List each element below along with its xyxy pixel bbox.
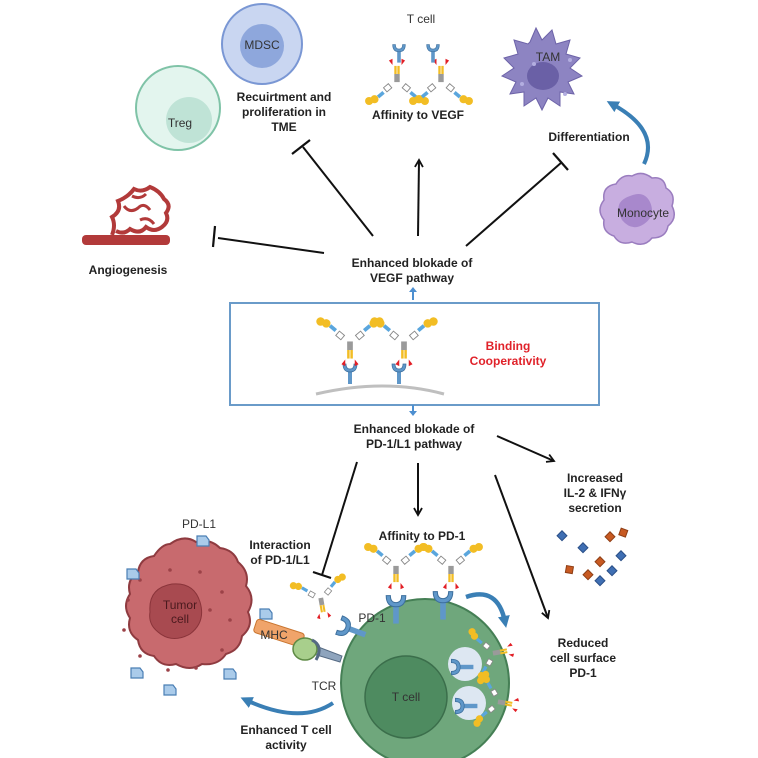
monocyte-cell [599,172,675,245]
affinity-pd1-label: Affinity to PD-1 [378,529,466,543]
monocyte-label: Monocyte [616,206,670,220]
tam-label: TAM [535,50,561,64]
cytokines-label: Increased IL-2 & IFNγ secretion [563,471,627,515]
differentiation-curved-arrow [606,101,650,165]
mhc-label: MHC [260,628,288,642]
angiogenesis-label: Angiogenesis [88,263,168,277]
inhibit-recruitment-line [302,146,374,237]
internalization-curved-arrow [465,592,510,628]
inhibit-interaction-line [321,461,358,576]
cytokine-arrow [496,435,556,463]
inhibit-interaction-bar [312,570,332,580]
inhibit-recruitment-bar [291,139,311,155]
mdsc-cell [221,3,303,85]
t-cell-activity-label: Enhanced T cell activity [240,723,332,752]
tumor-cell [122,537,253,672]
pd-l1-molecules [126,535,273,696]
treg-cell [135,65,221,151]
differentiation-label: Differentiation [548,130,630,144]
reduced-pd1-arrow [494,474,551,620]
affinity-vegf-label: Affinity to VEGF [372,108,464,122]
cooperative-binding-antibodies [315,316,445,396]
tcr-label: TCR [311,679,337,693]
interaction-label: Interaction of PD-1/L1 [249,538,311,567]
t-cell-activity-curved-arrow [240,697,335,716]
treg-label: Treg [167,116,193,130]
inhibit-angiogenesis-bar [211,225,217,248]
vegf-affinity-arrow [414,158,424,237]
tam-cell [500,26,584,112]
pd-1-label: PD-1 [358,611,386,625]
vegf-blockade-label: Enhanced blokade of VEGF pathway [351,256,473,285]
angiogenesis-vessel-icon [82,184,171,245]
pd1-blockade-label: Enhanced blokade of PD-1/L1 pathway [353,422,475,451]
binding-cooperativity-label: Binding Cooperativity [469,339,547,368]
inhibit-angiogenesis-line [217,237,325,254]
tumor-cell-label: Tumor cell [162,598,198,626]
vegf-affinity-antibodies [364,44,474,106]
mhc-tcr-complex [253,618,343,663]
t-cell-label: T cell [391,690,421,704]
recruitment-label: Recuirtment and proliferation in TME [236,90,332,134]
pd-l1-label: PD-L1 [181,517,216,531]
t-cell-top-label: T cell [406,12,436,26]
cytokine-particles [556,527,629,587]
box-connector-top-head [409,287,417,292]
mdsc-label: MDSC [244,38,280,52]
box-connector-bottom-head [409,411,417,416]
inhibit-differentiation-line [465,161,563,247]
reduced-pd1-label: Reduced cell surface PD-1 [549,636,617,680]
inhibit-differentiation-bar [552,152,569,171]
